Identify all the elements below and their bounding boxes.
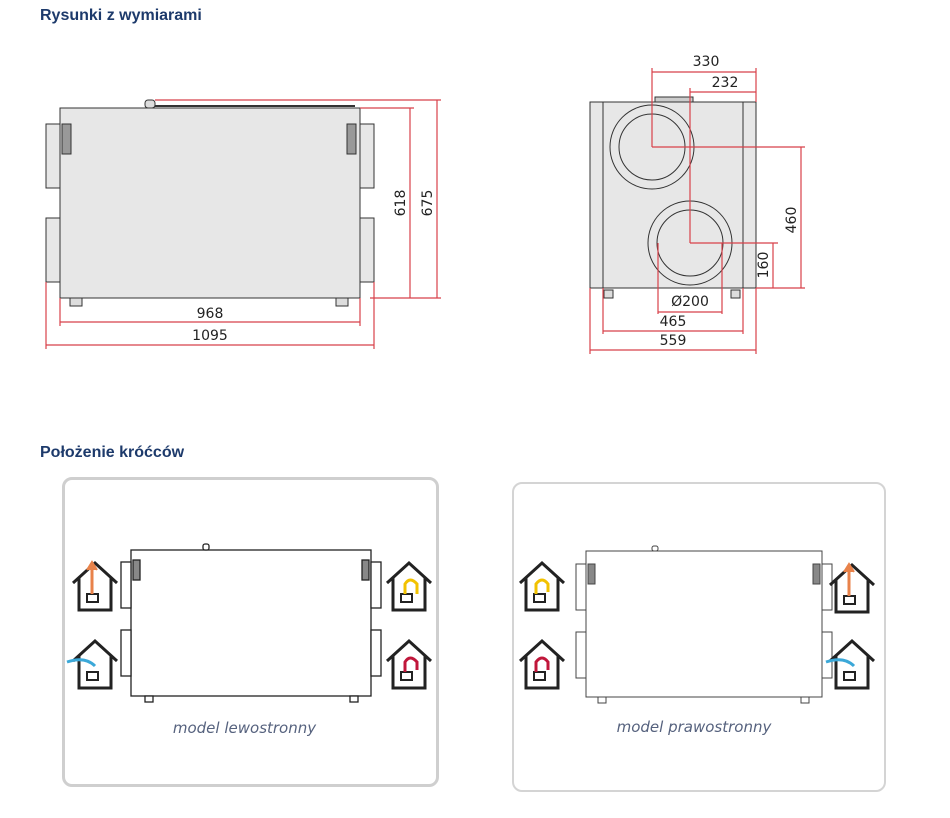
dim-559: 559 (660, 333, 687, 349)
dim-618: 618 (393, 190, 409, 217)
dim-968: 968 (197, 306, 224, 322)
model-panel-left: model lewostronny (62, 477, 439, 787)
house-exhaust-icon (71, 560, 119, 612)
dimension-drawings: 618 675 968 1095 330 232 460 160 Ø200 46… (45, 54, 805, 354)
dim-465: 465 (660, 314, 687, 330)
right-model-drawing (518, 545, 876, 704)
dim-232: 232 (712, 75, 739, 91)
left-model-drawing (66, 543, 433, 703)
front-view-dimension-lines (45, 99, 441, 349)
dim-330: 330 (693, 54, 720, 70)
house-extract-icon (518, 560, 566, 612)
house-fresh-air-icon (825, 638, 876, 690)
dim-diameter: Ø200 (671, 294, 709, 310)
dim-160: 160 (756, 252, 772, 279)
dim-460: 460 (784, 207, 800, 234)
house-fresh-air-icon (66, 638, 119, 690)
caption-left-model: model lewostronny (172, 719, 317, 737)
caption-right-model: model prawostronny (616, 718, 772, 736)
section-title-connectors: Położenie króćców (40, 444, 185, 461)
house-supply-icon (385, 638, 433, 690)
model-panel-right: model prawostronny (512, 482, 886, 792)
dim-675: 675 (420, 190, 436, 217)
house-exhaust-icon (828, 562, 876, 614)
house-extract-icon (385, 560, 433, 612)
front-view-drawing (45, 99, 375, 307)
side-view-dimension-lines (589, 68, 805, 354)
house-supply-icon (518, 638, 566, 690)
dim-1095: 1095 (192, 328, 228, 344)
section-title-dimensions: Rysunki z wymiarami (40, 7, 202, 24)
side-view-drawing (589, 96, 757, 299)
